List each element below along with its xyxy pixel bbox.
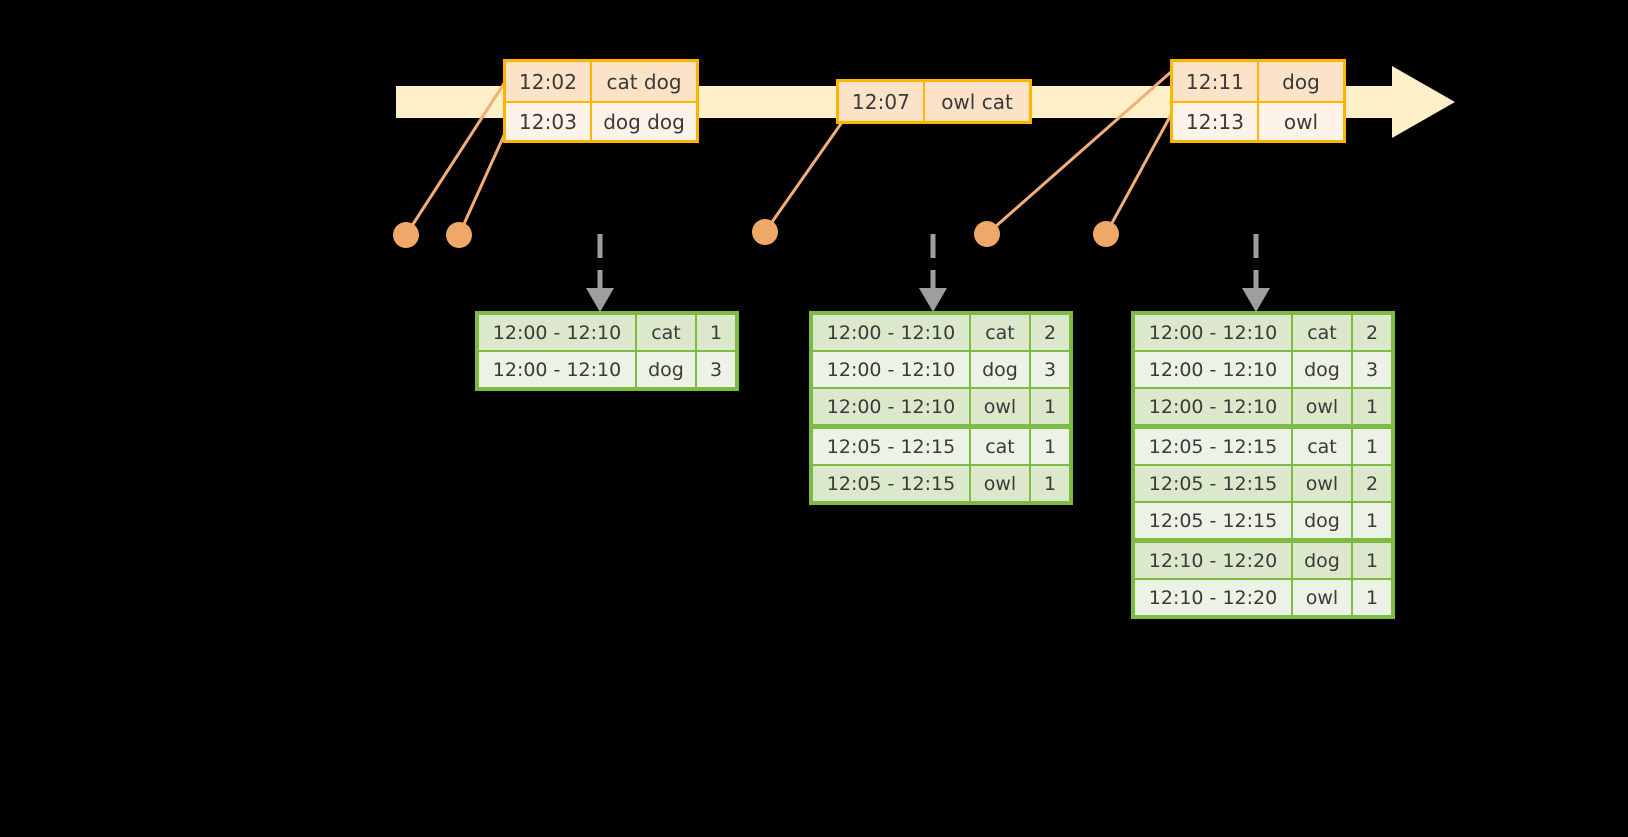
word-cell: cat	[971, 315, 1029, 350]
connector-line-3	[763, 117, 847, 233]
word-cell: dog	[1293, 352, 1351, 387]
connector-line-1	[404, 61, 520, 236]
event-row[interactable]: 12:11 dog	[1173, 62, 1343, 101]
stream-dots	[393, 219, 1119, 248]
stream-dot-5	[1093, 221, 1119, 247]
event-time: 12:07	[839, 82, 925, 121]
window-cell: 12:10 - 12:20	[1135, 543, 1291, 578]
count-cell: 3	[1031, 352, 1069, 387]
word-cell: cat	[1293, 315, 1351, 350]
count-cell: 1	[1031, 466, 1069, 501]
event-time: 12:13	[1173, 103, 1259, 140]
count-cell: 3	[697, 352, 735, 387]
word-cell: cat	[637, 315, 695, 350]
event-time: 12:03	[506, 103, 592, 140]
connector-line-5	[1104, 101, 1180, 235]
window-cell: 12:05 - 12:15	[1135, 466, 1291, 501]
event-words: dog dog	[603, 109, 685, 134]
word-cell: owl	[1293, 466, 1351, 501]
event-row[interactable]: 12:02 cat dog	[506, 62, 696, 101]
count-cell: 1	[1031, 429, 1069, 464]
stream-dot-3	[752, 219, 778, 245]
count-cell: 1	[697, 315, 735, 350]
event-box-1[interactable]: 12:02 cat dog 12:03 dog dog	[503, 59, 699, 143]
count-cell: 2	[1353, 466, 1391, 501]
window-cell: 12:00 - 12:10	[1135, 315, 1291, 350]
count-cell: 1	[1353, 429, 1391, 464]
window-cell: 12:05 - 12:15	[1135, 503, 1291, 538]
count-cell: 1	[1353, 503, 1391, 538]
event-row[interactable]: 12:03 dog dog	[506, 101, 696, 140]
count-cell: 2	[1031, 315, 1069, 350]
window-cell: 12:05 - 12:15	[1135, 429, 1291, 464]
word-cell: owl	[971, 389, 1029, 424]
event-time: 12:02	[506, 62, 592, 101]
window-cell: 12:00 - 12:10	[1135, 389, 1291, 424]
word-cell: owl	[1293, 389, 1351, 424]
count-cell: 2	[1353, 315, 1391, 350]
dashed-arrow-1	[586, 234, 614, 312]
dashed-arrows	[586, 234, 1270, 312]
event-words: cat dog	[606, 69, 682, 94]
window-cell: 12:00 - 12:10	[1135, 352, 1291, 387]
event-row[interactable]: 12:13 owl	[1173, 101, 1343, 140]
dashed-arrow-3	[1242, 234, 1270, 312]
event-box-3[interactable]: 12:11 dog 12:13 owl	[1170, 59, 1346, 143]
count-cell: 1	[1353, 580, 1391, 615]
window-cell: 12:05 - 12:15	[813, 429, 969, 464]
event-row[interactable]: 12:07 owl cat	[839, 82, 1029, 121]
word-cell: dog	[637, 352, 695, 387]
word-cell: owl	[1293, 580, 1351, 615]
count-cell: 3	[1353, 352, 1391, 387]
stream-dot-2	[446, 222, 472, 248]
word-cell: cat	[971, 429, 1029, 464]
word-cell: dog	[971, 352, 1029, 387]
count-cell: 1	[1353, 543, 1391, 578]
stream-dot-4	[974, 221, 1000, 247]
window-cell: 12:00 - 12:10	[813, 352, 969, 387]
word-cell: dog	[1293, 503, 1351, 538]
window-cell: 12:05 - 12:15	[813, 466, 969, 501]
word-cell: cat	[1293, 429, 1351, 464]
window-cell: 12:00 - 12:10	[479, 315, 635, 350]
stream-dot-1	[393, 222, 419, 248]
window-cell: 12:00 - 12:10	[479, 352, 635, 387]
window-cell: 12:00 - 12:10	[813, 315, 969, 350]
window-cell: 12:00 - 12:10	[813, 389, 969, 424]
word-cell: owl	[971, 466, 1029, 501]
event-box-2[interactable]: 12:07 owl cat	[836, 79, 1032, 124]
count-cell: 1	[1353, 389, 1391, 424]
event-words: owl cat	[941, 89, 1013, 114]
word-cell: dog	[1293, 543, 1351, 578]
event-time: 12:11	[1173, 62, 1259, 101]
event-words: dog	[1282, 69, 1320, 94]
dashed-arrow-2	[919, 234, 947, 312]
count-cell: 1	[1031, 389, 1069, 424]
window-cell: 12:10 - 12:20	[1135, 580, 1291, 615]
event-words: owl	[1283, 109, 1319, 134]
